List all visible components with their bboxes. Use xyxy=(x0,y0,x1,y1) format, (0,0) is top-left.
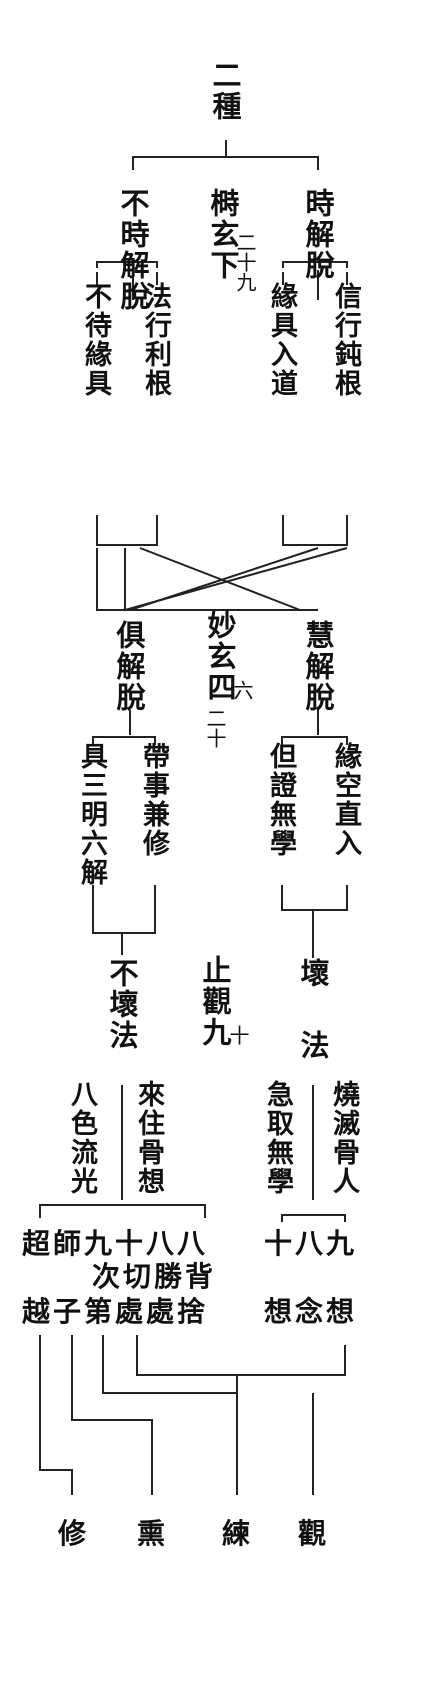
node-not-wait-conditions: 不待緣具 xyxy=(80,282,111,398)
source-note-page-1: 二十九 xyxy=(233,232,257,292)
node-quick-attain: 急取無學 xyxy=(262,1080,293,1196)
row-practice-labels-2: 次切勝背 xyxy=(92,1260,217,1293)
source-note-page-2b: 二十 xyxy=(203,708,227,748)
node-dharma-practice-sharp: 法行利根 xyxy=(140,282,171,398)
source-note-page-3: 十 xyxy=(226,1025,250,1045)
node-bone-contemplation: 來住骨想 xyxy=(133,1080,164,1196)
source-note-ref-1: 榯玄下 xyxy=(206,188,240,281)
node-wisdom-liberation: 慧解脫 xyxy=(301,620,335,713)
bottom-cultivate: 修 xyxy=(58,1517,90,1550)
node-eight-colors: 八色流光 xyxy=(66,1080,97,1196)
source-note-ref-2: 妙玄四 xyxy=(203,610,237,703)
node-direct-entry: 緣空直入 xyxy=(330,742,361,858)
node-three-clarities: 具三明六解 xyxy=(76,742,107,887)
node-only-attain: 但證無學 xyxy=(265,742,296,858)
bottom-contemplate: 觀 xyxy=(298,1517,330,1550)
node-both-liberation: 俱解脫 xyxy=(112,620,146,713)
bottom-refine: 練 xyxy=(222,1517,254,1550)
node-destructible-top: 壞 xyxy=(296,958,330,989)
source-note-page-2a: 六 xyxy=(230,680,254,700)
root-node: 二種 xyxy=(208,60,242,122)
row-practice-labels-1: 超師九十八八 xyxy=(22,1227,209,1260)
node-timely-liberation: 時解脫 xyxy=(301,188,335,281)
row-right-labels-1: 十八九 xyxy=(264,1227,358,1260)
node-indestructible-dharma: 不壞法 xyxy=(105,958,139,1051)
node-burn-bones: 燒滅骨人 xyxy=(328,1080,359,1196)
node-faith-practice-dull: 信行鈍根 xyxy=(330,282,361,398)
node-destructible-bottom: 法 xyxy=(296,1030,330,1061)
node-combined-practice: 帶事兼修 xyxy=(138,742,169,858)
node-not-timely-liberation: 不時解脫 xyxy=(116,188,150,312)
row-right-labels-3: 想念想 xyxy=(264,1295,358,1328)
row-practice-labels-3: 越子第處處捨 xyxy=(22,1295,209,1328)
source-note-ref-3: 止觀九 xyxy=(198,955,232,1048)
bottom-perfume: 熏 xyxy=(137,1517,169,1550)
node-conditions-enter-path: 緣具入道 xyxy=(266,282,297,398)
